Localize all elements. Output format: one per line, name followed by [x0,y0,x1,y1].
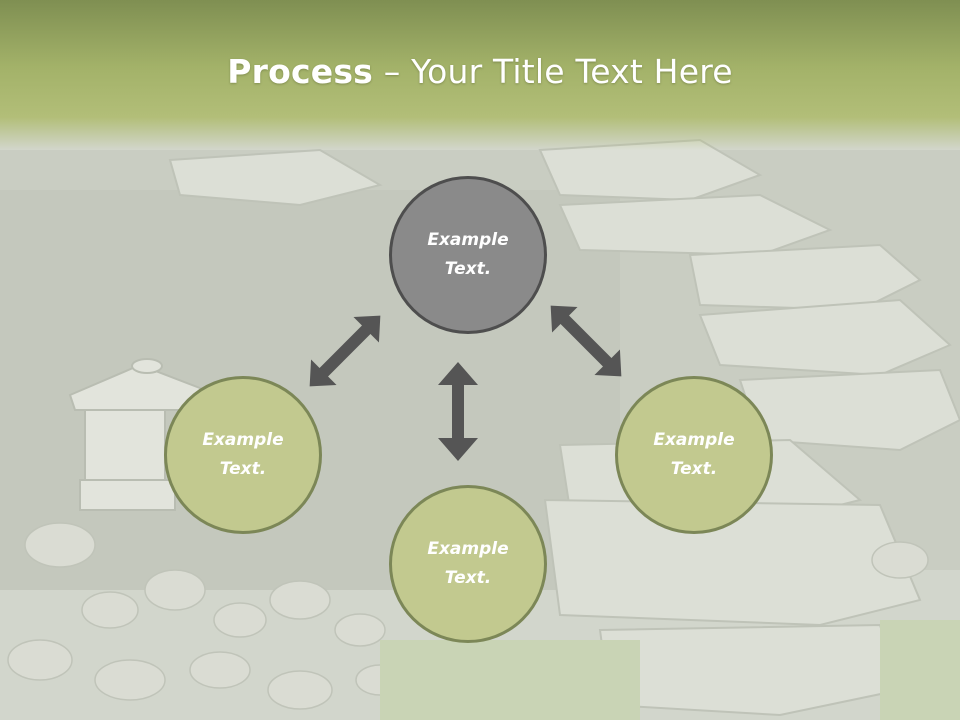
center-circle-label: Example Text. [427,230,509,279]
node-circle-left: Example Text. [164,376,322,534]
title-bold: Process [227,52,374,91]
node-circle-label: Example Text. [202,430,284,479]
double-arrow-vertical [438,362,478,461]
title-bar [0,0,960,150]
slide-title: Process – Your Title Text Here [0,52,960,91]
arrow-group [309,305,622,461]
node-circle-bottom: Example Text. [389,485,547,643]
node-circle-right: Example Text. [615,376,773,534]
double-arrow-right [550,305,622,377]
node-circle-label: Example Text. [653,430,735,479]
title-rest: – Your Title Text Here [373,52,733,91]
node-circle-label: Example Text. [427,539,509,588]
double-arrow-left [309,315,381,387]
center-circle: Example Text. [389,176,547,334]
